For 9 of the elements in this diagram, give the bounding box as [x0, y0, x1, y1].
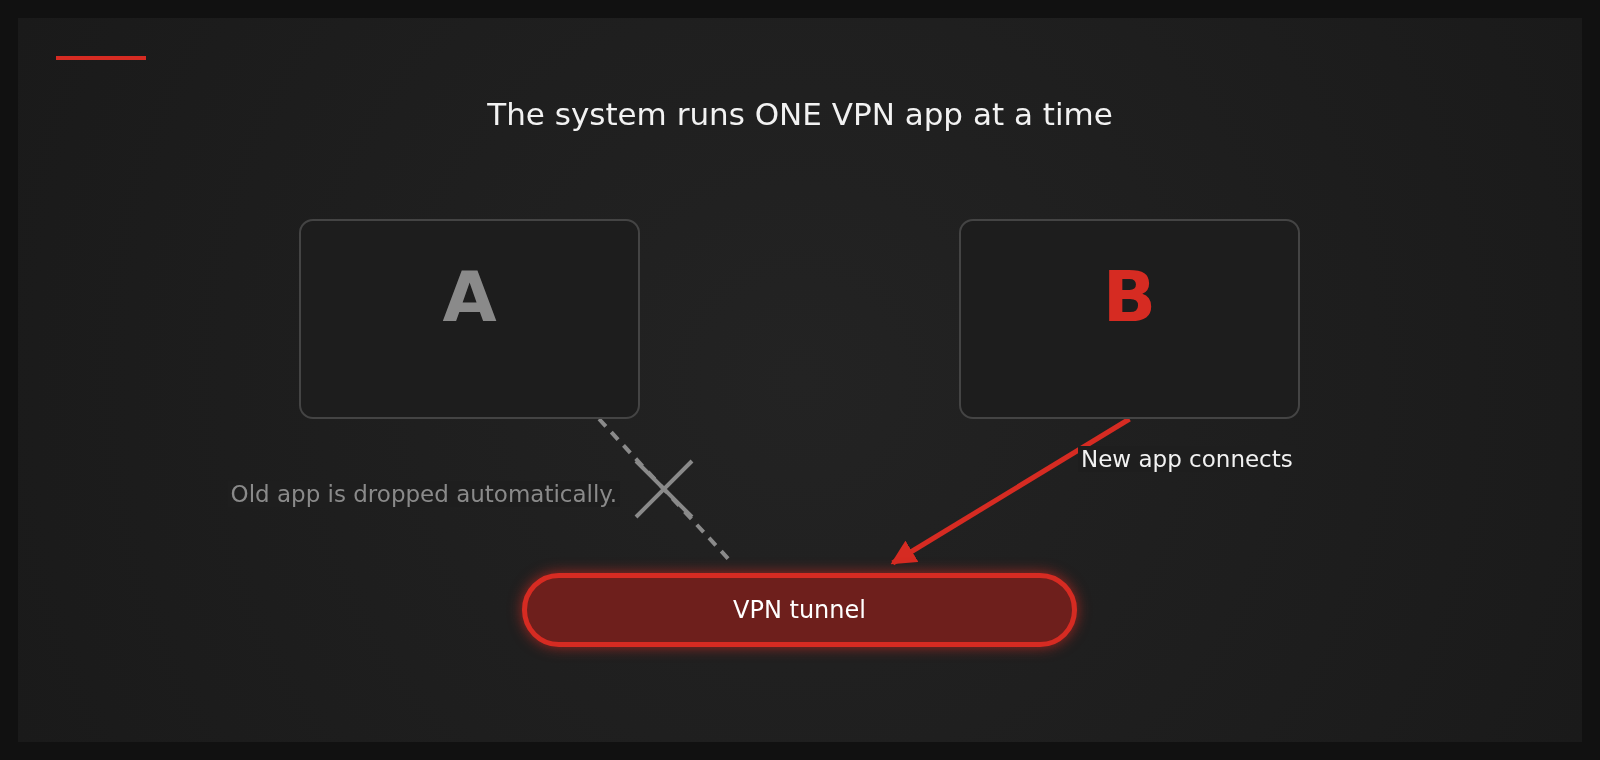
connector-line [597, 417, 730, 561]
title: The system runs ONE VPN app at a time [486, 96, 1114, 132]
app-box [959, 219, 1300, 419]
app-letter: A [442, 256, 497, 338]
app-box [299, 219, 640, 419]
arrow [890, 416, 1131, 566]
tunnel-label: VPN tunnel [733, 596, 866, 624]
tunnel-pill [522, 573, 1077, 647]
app-letter: B [1102, 256, 1157, 338]
